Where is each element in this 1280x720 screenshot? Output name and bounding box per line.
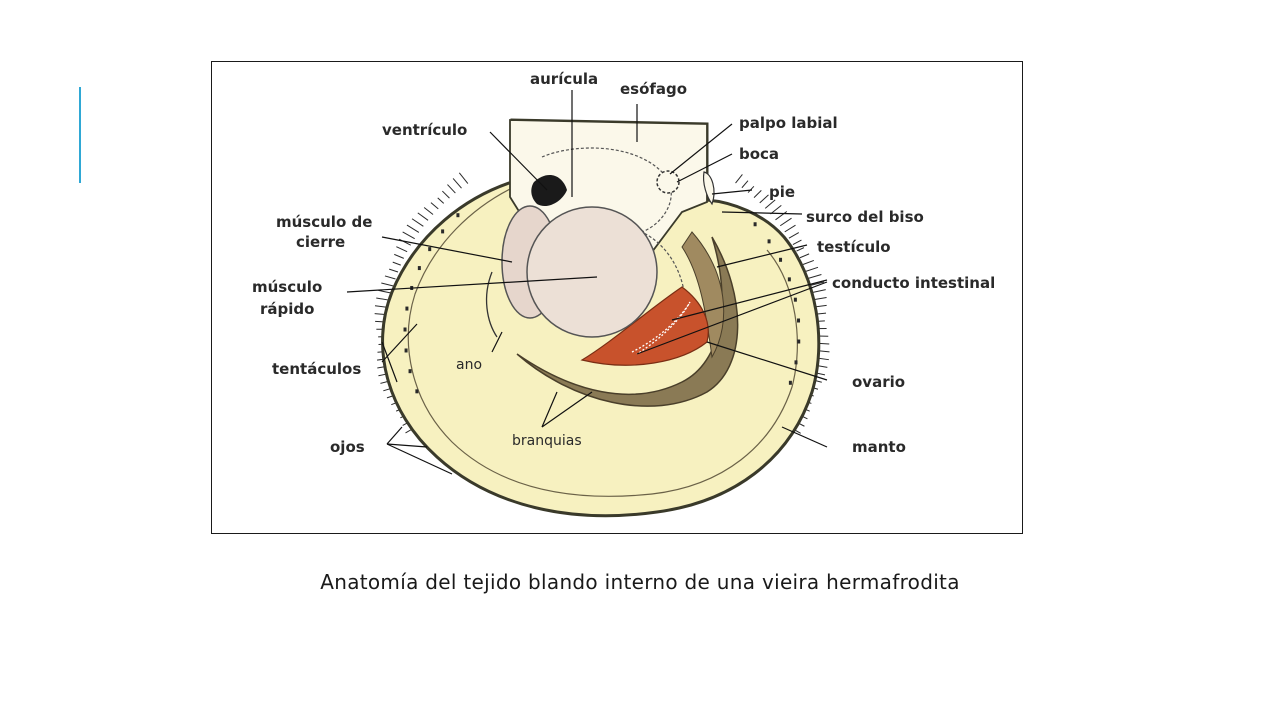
tentacle-strand (802, 259, 815, 265)
tentacle-strand (784, 224, 796, 233)
tentacle-strand (805, 266, 819, 272)
tentacle-strand (389, 268, 399, 273)
label-musculo-rapido-2: rápido (260, 300, 314, 318)
label-ovario: ovario (852, 373, 905, 391)
tentacle-strand (796, 247, 805, 252)
tentacle-strand (442, 190, 450, 199)
quick-muscle (526, 206, 658, 338)
label-branquias: branquias (512, 433, 582, 449)
eye-dot (779, 257, 783, 262)
gill-crescent (516, 236, 739, 407)
tentacle-strand (812, 289, 826, 293)
eye-dot (788, 380, 792, 385)
tentacle-strand (792, 239, 802, 246)
eye-dot (793, 297, 797, 302)
tentacle-strand (779, 217, 792, 227)
tentacle-strand (417, 212, 429, 221)
tentacle-strand (452, 178, 462, 189)
figure-caption: Anatomía del tejido blando interno de un… (320, 570, 960, 594)
eye-dot (753, 222, 757, 227)
tentacle-strand (384, 275, 396, 280)
tentacle-strand (378, 289, 392, 294)
tentacle-strand (392, 261, 401, 266)
eye-dot (797, 318, 801, 323)
tentacle-strand (394, 253, 404, 259)
scallop-diagram: aurícula esófago ventrículo palpo labial… (252, 70, 995, 518)
accent-bar (79, 87, 81, 183)
intestinal-loop (631, 301, 691, 355)
tentacle-strand (813, 296, 827, 301)
eye-dot (408, 369, 412, 374)
label-ano: ano (456, 357, 482, 373)
label-esofago: esófago (620, 80, 687, 98)
label-palpo-labial: palpo labial (739, 114, 838, 132)
label-musculo-rapido-1: músculo (252, 278, 322, 296)
eye-dot (797, 339, 801, 344)
eye-dots (403, 213, 801, 394)
tentacle-strand (381, 282, 394, 287)
tentacle-strand (423, 207, 434, 215)
tentacle-strand (396, 246, 408, 253)
label-testiculo: testículo (817, 238, 891, 256)
tentacle-strand (735, 174, 743, 184)
label-surco-del-biso: surco del biso (806, 208, 924, 226)
tentacle-strand (430, 202, 439, 210)
tentacle-strand (788, 232, 800, 239)
tentacle-strand (815, 304, 827, 308)
label-ojos: ojos (330, 438, 365, 456)
tentacle-strand (799, 253, 810, 259)
tentacle-strand (775, 211, 788, 221)
eye-dot (794, 360, 798, 365)
tentacle-strand (741, 180, 749, 189)
label-pie: pie (769, 183, 795, 201)
label-auricula: aurícula (530, 70, 598, 88)
eye-dot (428, 247, 432, 252)
eye-dot (767, 239, 771, 244)
tentacle-strand (759, 194, 769, 204)
eye-dot (404, 348, 408, 353)
eye-dot (441, 229, 445, 234)
label-manto: manto (852, 438, 906, 456)
tentacle-strand (808, 274, 822, 279)
label-tentaculos: tentáculos (272, 360, 361, 378)
inner-mantle-ring (407, 187, 798, 497)
label-musculo-de-cierre-1: músculo de (276, 213, 372, 231)
label-musculo-de-cierre-2: cierre (296, 233, 345, 251)
tentacle-strand (764, 199, 776, 209)
eye-dot (403, 327, 407, 332)
tentacle-strand (406, 224, 420, 233)
mouth-rosette (656, 170, 680, 194)
tentacle-strand (810, 281, 825, 286)
eye-dot (787, 277, 791, 282)
eye-dot (415, 389, 419, 394)
tentacle-strand (411, 218, 424, 227)
label-conducto-intestinal: conducto intestinal (832, 274, 995, 292)
eye-dot (456, 213, 460, 218)
tentacle-strand (753, 189, 762, 199)
leader-lines (346, 90, 828, 475)
tentacle-strand (437, 197, 445, 204)
tentacle-strand (458, 172, 469, 184)
ovary-shape (580, 286, 709, 366)
label-boca: boca (739, 145, 779, 163)
tentacle-strand (402, 231, 415, 240)
label-ventriculo: ventrículo (382, 121, 467, 139)
anus-tube (485, 271, 498, 338)
eye-dot (405, 306, 409, 311)
tentacle-strand (747, 185, 755, 193)
foot-shape (702, 171, 715, 206)
tentacle-strand (770, 205, 782, 215)
tentacle-strand (447, 184, 456, 194)
eye-dot (417, 266, 421, 271)
scallop-anatomy-figure: aurícula esófago ventrículo palpo labial… (211, 61, 1023, 534)
